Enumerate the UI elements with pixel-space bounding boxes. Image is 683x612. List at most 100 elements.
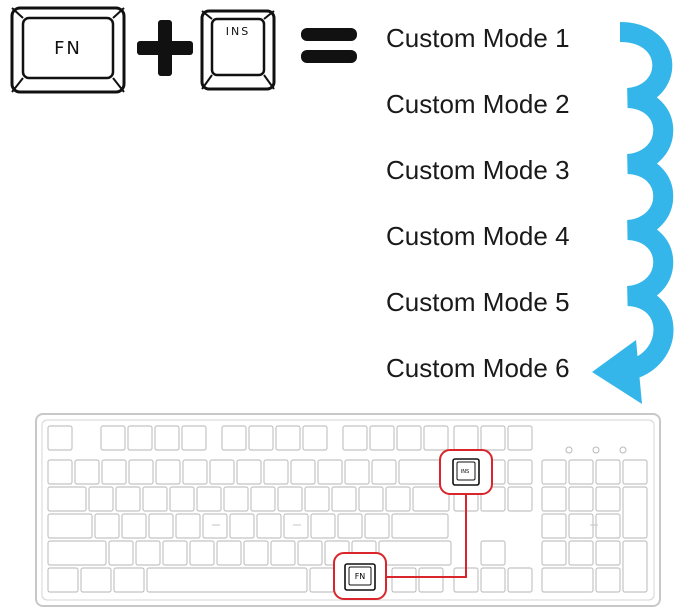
- fn-key-large: FN: [10, 6, 126, 94]
- fn-key-label: FN: [54, 38, 82, 59]
- led-indicator: [619, 446, 627, 454]
- keyboard-key: [256, 513, 282, 539]
- keyboard-key: [236, 459, 262, 485]
- keyboard-key: [480, 540, 506, 566]
- keyboard-key: [622, 486, 648, 539]
- ins-keycap-icon: [200, 9, 276, 91]
- keyboard-key: [331, 486, 357, 512]
- keyboard-key: [423, 425, 449, 451]
- keyboard-key: [243, 540, 269, 566]
- keyboard-key: [568, 513, 594, 539]
- led-indicator: [592, 446, 600, 454]
- keyboard-key: [221, 425, 247, 451]
- keyboard-key: [595, 567, 621, 593]
- keyboard-key: [595, 513, 621, 539]
- keyboard-key: [248, 425, 274, 451]
- kb-ins-label: INS: [461, 469, 469, 475]
- keyboard-key: [317, 459, 343, 485]
- keyboard-key: [378, 540, 452, 566]
- keyboard-key: [47, 567, 79, 593]
- keyboard-key: [263, 459, 289, 485]
- keyboard-key: [142, 486, 168, 512]
- keyboard-key: [47, 513, 93, 539]
- keyboard-key: [196, 486, 222, 512]
- keyboard-key: [304, 486, 330, 512]
- keyboard-key: [101, 459, 127, 485]
- keyboard-key: [290, 459, 316, 485]
- keyboard-key: [302, 425, 328, 451]
- keyboard-key: [146, 567, 308, 593]
- custom-mode-3: Custom Mode 3: [386, 155, 570, 185]
- cycle-arrow-icon: [590, 22, 680, 411]
- keyboard-key: [202, 513, 228, 539]
- keyboard-key: [88, 486, 114, 512]
- fn-key-highlight: [333, 552, 387, 600]
- keyboard-key: [216, 540, 242, 566]
- keyboard-key: [113, 567, 145, 593]
- keyboard-key: [270, 540, 296, 566]
- led-indicator: [565, 446, 573, 454]
- keyboard-key: [175, 513, 201, 539]
- keyboard-key: [94, 513, 120, 539]
- keyboard-key: [371, 459, 397, 485]
- keyboard-key: [223, 486, 249, 512]
- keyboard-key: [337, 513, 363, 539]
- keyboard-key: [310, 513, 336, 539]
- keyboard-key: [189, 540, 215, 566]
- keyboard-key: [507, 567, 533, 593]
- keyboard-key: [385, 486, 411, 512]
- keyboard-key: [277, 486, 303, 512]
- keyboard-key: [541, 513, 567, 539]
- keyboard-key: [622, 540, 648, 593]
- custom-mode-4: Custom Mode 4: [386, 221, 570, 251]
- fn-keycap-icon: [10, 6, 126, 94]
- keyboard-key: [453, 425, 479, 451]
- keyboard-key: [209, 459, 235, 485]
- keyboard-key: [391, 513, 449, 539]
- keyboard-key: [595, 459, 621, 485]
- keyboard-key: [480, 425, 506, 451]
- keyboard-key: [148, 513, 174, 539]
- keyboard-key: [250, 486, 276, 512]
- keyboard-key: [507, 425, 533, 451]
- keyboard-key: [412, 486, 450, 512]
- keyboard-key: [622, 459, 648, 485]
- keyboard-key: [358, 486, 384, 512]
- keyboard-diagram: INS FN: [34, 412, 662, 612]
- custom-mode-2: Custom Mode 2: [386, 89, 570, 119]
- keyboard-key: [135, 540, 161, 566]
- keyboard-key: [229, 513, 255, 539]
- keyboard-key: [309, 567, 335, 593]
- keyboard-key: [568, 486, 594, 512]
- kb-fn-label: FN: [355, 572, 366, 581]
- keyboard-key: [541, 540, 567, 566]
- keyboard-key: [344, 459, 370, 485]
- keyboard-key: [568, 459, 594, 485]
- custom-mode-1: Custom Mode 1: [386, 23, 570, 53]
- keyboard-key: [155, 459, 181, 485]
- keyboard-key: [181, 425, 207, 451]
- keyboard-key: [47, 540, 107, 566]
- keyboard-key: [342, 425, 368, 451]
- keyboard-key: [507, 459, 533, 485]
- keyboard-key: [297, 540, 323, 566]
- keyboard-key: [480, 567, 506, 593]
- keyboard-key: [283, 513, 309, 539]
- custom-mode-6: Custom Mode 6: [386, 353, 570, 383]
- keyboard-key: [47, 459, 73, 485]
- keyboard-key: [100, 425, 126, 451]
- keyboard-key: [275, 425, 301, 451]
- custom-mode-5: Custom Mode 5: [386, 287, 570, 317]
- keyboard-key: [595, 486, 621, 512]
- keyboard-key: [47, 425, 73, 451]
- keyboard-key: [418, 567, 444, 593]
- keyboard-key: [169, 486, 195, 512]
- keyboard-key: [568, 540, 594, 566]
- keyboard-key: [127, 425, 153, 451]
- equals-icon: [299, 26, 359, 70]
- ins-key-large: INS: [200, 9, 276, 91]
- keyboard-key: [154, 425, 180, 451]
- ins-key-highlight: [439, 449, 493, 495]
- ins-key-label: INS: [225, 25, 251, 38]
- keyboard-key: [121, 513, 147, 539]
